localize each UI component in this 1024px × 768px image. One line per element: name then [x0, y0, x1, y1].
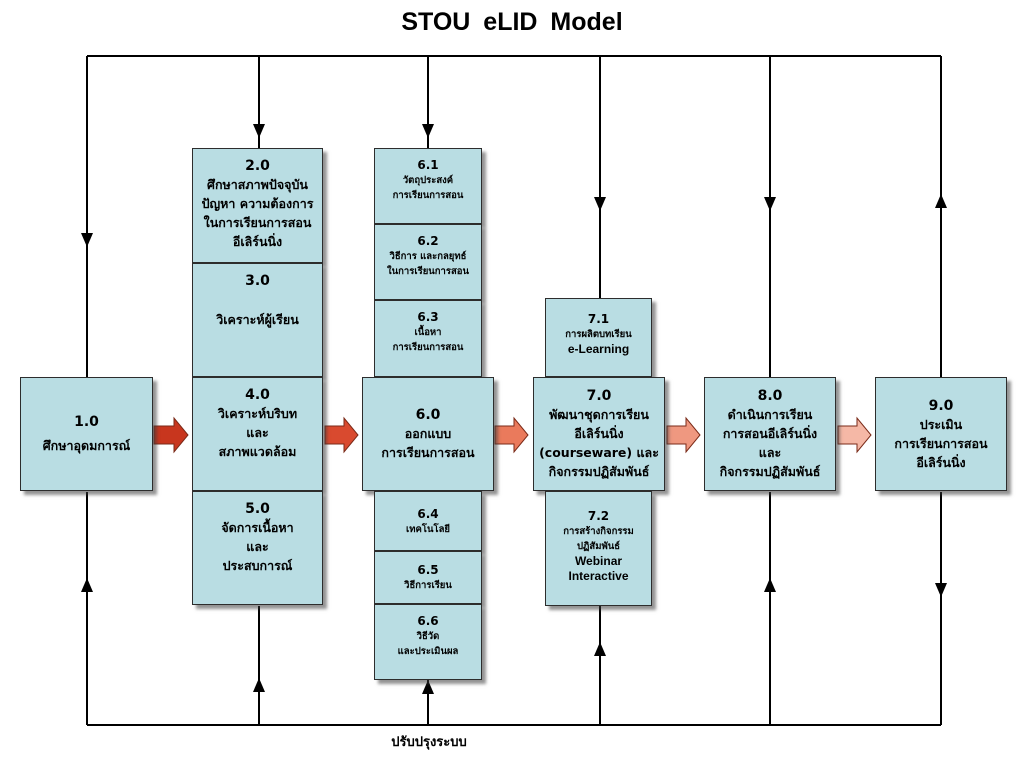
- step-label: ในการเรียนการสอน: [203, 215, 312, 230]
- step-number: 5.0: [245, 501, 270, 517]
- step-label: อีเลิร์นนิ่ง: [916, 454, 966, 470]
- flow-arrow: [837, 416, 872, 454]
- step-label: และ: [246, 425, 269, 440]
- step-number: 6.5: [417, 563, 439, 577]
- step-label: ประสบการณ์: [222, 558, 293, 573]
- step-label: การเรียนการสอน: [381, 445, 475, 460]
- step-number: 1.0: [74, 414, 99, 430]
- diagram-title: STOU eLID Model: [401, 8, 623, 36]
- step-label: วิเคราะห์บริบท: [217, 406, 298, 421]
- flow-arrow: [324, 416, 359, 454]
- step-number: 6.6: [417, 614, 439, 628]
- step-4-box: 4.0 วิเคราะห์บริบท และ สภาพแวดล้อม: [192, 377, 323, 491]
- step-6-6-box: 6.6 วิธีวัด และประเมินผล: [374, 604, 482, 680]
- step-7-2-box: 7.2 การสร้างกิจกรรม ปฏิสัมพันธ์ Webinar …: [545, 491, 652, 606]
- step-label: และประเมินผล: [397, 646, 459, 657]
- step-7-box: 7.0 พัฒนาชุดการเรียน อีเลิร์นนิ่ง (cours…: [533, 377, 665, 491]
- step-label: ปฏิสัมพันธ์: [576, 541, 621, 552]
- step-label: วัตถุประสงค์: [402, 175, 454, 186]
- step-9-box: 9.0 ประเมิน การเรียนการสอน อีเลิร์นนิ่ง: [875, 377, 1007, 491]
- step-number: 6.0: [415, 407, 441, 423]
- step-6-4-box: 6.4 เทคโนโลยี: [374, 491, 482, 551]
- step-label: กิจกรรมปฏิสัมพันธ์: [548, 464, 650, 479]
- step-label: เนื้อหา: [414, 327, 442, 338]
- step-label: e-Learning: [567, 342, 630, 356]
- step-number: 3.0: [245, 273, 270, 289]
- step-label: วิธีวัด: [416, 631, 440, 642]
- step-number: 6.2: [417, 234, 439, 248]
- step-number: 8.0: [757, 388, 783, 404]
- step-8-box: 8.0 ดำเนินการเรียน การสอนอีเลิร์นนิ่ง แล…: [704, 377, 836, 491]
- step-6-3-box: 6.3 เนื้อหา การเรียนการสอน: [374, 300, 482, 377]
- step-number: 2.0: [245, 158, 270, 174]
- step-1-box: 1.0 ศึกษาอุดมการณ์: [20, 377, 153, 491]
- step-label: อีเลิร์นนิ่ง: [574, 426, 624, 441]
- step-label: การเรียนการสอน: [392, 342, 464, 353]
- step-label: เทคโนโลยี: [406, 524, 450, 535]
- step-label: ปัญหา ความต้องการ: [201, 196, 314, 211]
- step-label: ศึกษาอุดมการณ์: [42, 438, 131, 453]
- step-label: และ: [758, 445, 782, 460]
- step-label: วิเคราะห์ผู้เรียน: [216, 312, 299, 327]
- flow-arrow: [666, 416, 701, 454]
- step-number: 4.0: [245, 387, 270, 403]
- step-number: 7.0: [586, 388, 612, 404]
- flow-arrow: [494, 416, 529, 454]
- step-label: การเรียนการสอน: [894, 435, 988, 451]
- step-label: การผลิตบทเรียน: [565, 329, 632, 340]
- step-7-1-box: 7.1 การผลิตบทเรียน e-Learning: [545, 298, 652, 377]
- flow-arrow: [153, 416, 189, 454]
- step-label: ในการเรียนการสอน: [387, 266, 469, 277]
- step-number: 7.1: [587, 312, 610, 326]
- step-label: การสร้างกิจกรรม: [563, 526, 634, 537]
- step-2-box: 2.0 ศึกษาสภาพปัจจุบัน ปัญหา ความต้องการ …: [192, 148, 323, 263]
- step-label: วิธีการเรียน: [404, 580, 452, 591]
- step-5-box: 5.0 จัดการเนื้อหา และ ประสบการณ์: [192, 491, 323, 605]
- step-label: การสอนอีเลิร์นนิ่ง: [722, 426, 818, 441]
- step-number: 6.1: [417, 158, 439, 172]
- step-label: ประเมิน: [919, 416, 963, 432]
- step-label: สภาพแวดล้อม: [218, 444, 297, 459]
- step-label: (courseware) และ: [539, 445, 659, 460]
- step-label: พัฒนาชุดการเรียน: [549, 407, 649, 422]
- step-number: 9.0: [928, 397, 954, 414]
- step-6-5-box: 6.5 วิธีการเรียน: [374, 551, 482, 604]
- step-number: 7.2: [587, 509, 610, 523]
- step-label: ศึกษาสภาพปัจจุบัน: [207, 177, 308, 192]
- step-label: Webinar: [574, 554, 623, 568]
- step-label: Interactive: [568, 569, 629, 583]
- step-label: การเรียนการสอน: [392, 190, 464, 201]
- step-3-box: 3.0 วิเคราะห์ผู้เรียน: [192, 263, 323, 377]
- feedback-label: ปรับปรุงระบบ: [391, 735, 467, 750]
- step-label: อีเลิร์นนิ่ง: [232, 234, 283, 249]
- step-number: 6.3: [417, 310, 439, 324]
- step-label: ออกแบบ: [404, 426, 452, 441]
- step-label: จัดการเนื้อหา: [221, 520, 294, 535]
- step-6-2-box: 6.2 วิธีการ และกลยุทธ์ ในการเรียนการสอน: [374, 224, 482, 300]
- step-number: 6.4: [417, 507, 439, 521]
- step-6-1-box: 6.1 วัตถุประสงค์ การเรียนการสอน: [374, 148, 482, 224]
- step-label: ดำเนินการเรียน: [727, 407, 813, 422]
- step-label: กิจกรรมปฏิสัมพันธ์: [719, 464, 821, 479]
- step-label: และ: [246, 539, 269, 554]
- step-6-box: 6.0 ออกแบบ การเรียนการสอน: [362, 377, 494, 491]
- step-label: วิธีการ และกลยุทธ์: [389, 251, 467, 262]
